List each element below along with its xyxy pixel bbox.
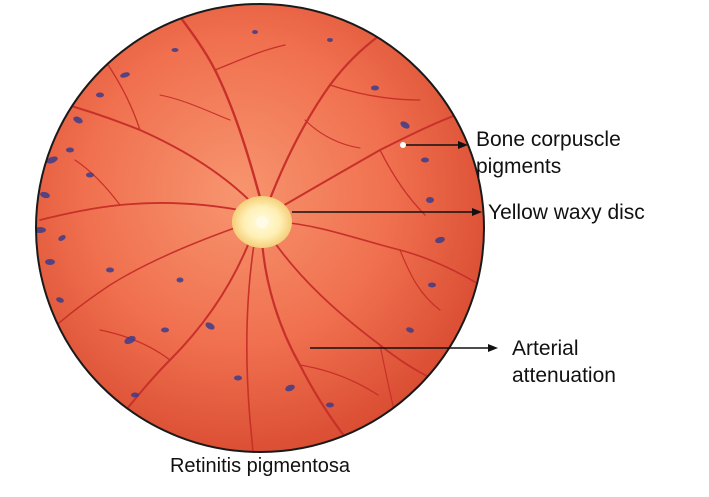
figure-caption: Retinitis pigmentosa — [169, 455, 351, 477]
label-yellow-waxy-disc: Yellow waxy disc — [488, 199, 645, 226]
label-line: Arterial — [512, 337, 579, 360]
label-line: attenuation — [512, 364, 616, 387]
pointer-arrows — [292, 141, 498, 352]
label-bone-corpuscle-pigments: Bone corpuscle pigments — [476, 126, 621, 180]
pigment-clumps — [36, 30, 445, 408]
label-arterial-attenuation: Arterial attenuation — [512, 335, 616, 389]
label-line: Bone corpuscle — [476, 128, 621, 151]
fundus-outline — [35, 3, 485, 453]
label-line: pigments — [476, 155, 562, 178]
label-line: Yellow waxy disc — [488, 201, 645, 224]
